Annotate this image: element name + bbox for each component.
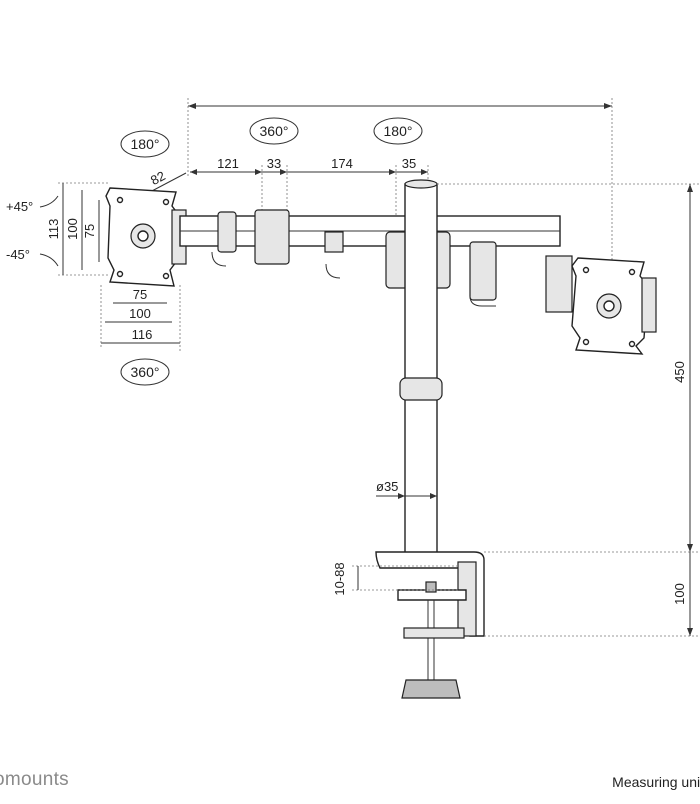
pole-diameter-dimension: ø35 bbox=[376, 479, 437, 499]
measuring-unit-label: Measuring unit bbox=[612, 774, 700, 790]
arm-segment-dimensions: 121 33 174 35 82 bbox=[148, 156, 429, 235]
svg-text:180°: 180° bbox=[384, 123, 413, 139]
clamp-height-dimension: 100 bbox=[484, 551, 700, 637]
horizontal-arm bbox=[179, 209, 561, 307]
svg-text:75: 75 bbox=[133, 287, 147, 302]
svg-text:100: 100 bbox=[672, 583, 687, 605]
svg-text:113: 113 bbox=[46, 219, 61, 240]
svg-text:121: 121 bbox=[217, 156, 239, 171]
svg-text:82: 82 bbox=[148, 168, 168, 188]
clamp-range-dimension: 10-88 bbox=[332, 562, 460, 596]
tilt-labels: +45° -45° bbox=[6, 195, 59, 267]
svg-text:360°: 360° bbox=[260, 123, 289, 139]
mount-pole bbox=[399, 179, 443, 557]
svg-text:360°: 360° bbox=[131, 364, 160, 380]
svg-text:75: 75 bbox=[82, 224, 97, 238]
brand-logo-text: omounts bbox=[0, 769, 69, 790]
svg-text:100: 100 bbox=[129, 306, 151, 321]
rotation-badge-left-top: 180° bbox=[120, 130, 170, 158]
svg-text:174: 174 bbox=[331, 156, 353, 171]
vesa-horizontal-dimensions: 75 100 116 bbox=[100, 285, 181, 352]
svg-text:10-88: 10-88 bbox=[332, 562, 347, 595]
rotation-badge-center-right: 180° bbox=[373, 117, 423, 145]
vesa-plate-left bbox=[105, 187, 187, 287]
rotation-badge-center-left: 360° bbox=[249, 117, 299, 145]
svg-text:116: 116 bbox=[132, 327, 153, 342]
svg-text:ø35: ø35 bbox=[376, 479, 398, 494]
rotation-badge-left-bottom: 360° bbox=[120, 358, 170, 386]
vesa-plate-right bbox=[545, 255, 657, 355]
desk-clamp bbox=[375, 551, 485, 699]
svg-text:100: 100 bbox=[65, 218, 80, 240]
pole-height-dimension: 450 bbox=[437, 183, 700, 552]
svg-text:+45°: +45° bbox=[6, 199, 33, 214]
vesa-vertical-dimensions: 113 100 75 bbox=[46, 182, 110, 276]
overall-width-dimension bbox=[187, 98, 613, 262]
svg-text:33: 33 bbox=[267, 156, 281, 171]
svg-text:-45°: -45° bbox=[6, 247, 30, 262]
svg-text:35: 35 bbox=[402, 156, 416, 171]
svg-text:450: 450 bbox=[672, 361, 687, 383]
svg-text:180°: 180° bbox=[131, 136, 160, 152]
